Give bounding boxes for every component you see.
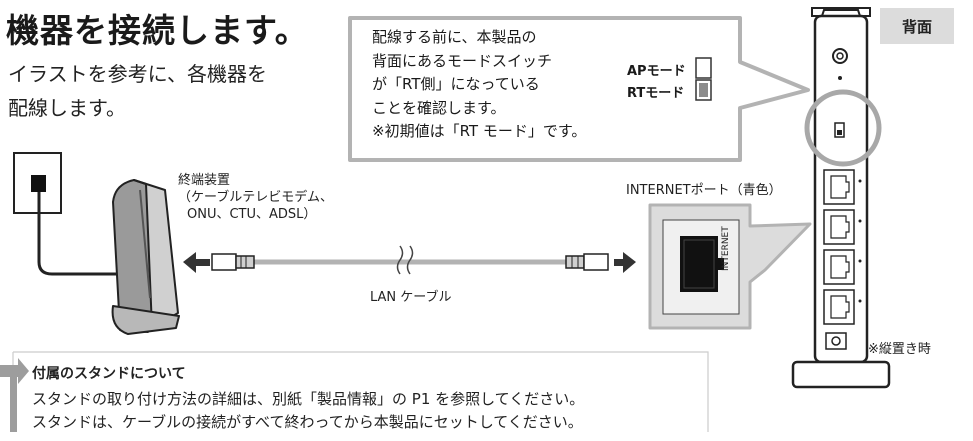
note-arrow-icon xyxy=(0,358,29,384)
callout-text: 配線する前に、本製品の 背面にあるモードスイッチ が「RT側」になっている こと… xyxy=(372,26,586,144)
ap-mode-switch xyxy=(695,57,712,79)
port-text: INTERNET xyxy=(721,226,731,271)
switch-highlight xyxy=(804,89,882,167)
internet-port-label: INTERNETポート（青色） xyxy=(626,183,782,198)
lan-cable-label: LAN ケーブル xyxy=(370,290,452,305)
ap-mode-label: APモード xyxy=(627,64,686,79)
callout-line-3: が「RT側」になっている xyxy=(372,75,540,93)
rt-mode-label: RTモード xyxy=(627,86,685,101)
right-arrow-icon xyxy=(614,252,636,273)
callout-line-5: ※初期値は「RT モード」です。 xyxy=(372,122,587,140)
left-arrow-icon xyxy=(183,252,210,273)
note-heading: 付属のスタンドについて xyxy=(32,366,186,382)
outlet-jack xyxy=(31,175,46,192)
outlet-cable xyxy=(37,192,118,276)
left-lan-connector xyxy=(211,253,237,271)
note-line-2: スタンドは、ケーブルの接続がすべて終わってから本製品にセットしてください。 xyxy=(32,413,583,431)
page-title: 機器を接続します。 xyxy=(6,11,309,50)
callout-bubble xyxy=(348,16,810,162)
intro-line-1: イラストを参考に、各機器を xyxy=(8,62,267,86)
callout-line-4: ことを確認します。 xyxy=(372,98,506,117)
intro-line-2: 配線します。 xyxy=(8,96,126,120)
vertical-placement-note: ※縦置き時 xyxy=(868,342,931,357)
back-panel-label: 背面 xyxy=(880,8,954,44)
right-lan-connector xyxy=(565,255,585,269)
terminal-label-3: ONU、CTU、ADSL） xyxy=(187,207,317,222)
note-line-1: スタンドの取り付け方法の詳細は、別紙「製品情報」の P1 を参照してください。 xyxy=(32,390,585,408)
terminal-label-1: 終端装置 xyxy=(178,173,231,188)
terminal-label-2: （ケーブルテレビモデム、 xyxy=(178,190,333,205)
callout-line-1: 配線する前に、本製品の xyxy=(372,28,537,46)
router-device xyxy=(791,7,891,389)
callout-line-2: 背面にあるモードスイッチ xyxy=(372,51,553,70)
terminal-device xyxy=(111,179,180,335)
note-side-bar xyxy=(10,366,17,432)
router-stand xyxy=(791,360,891,389)
